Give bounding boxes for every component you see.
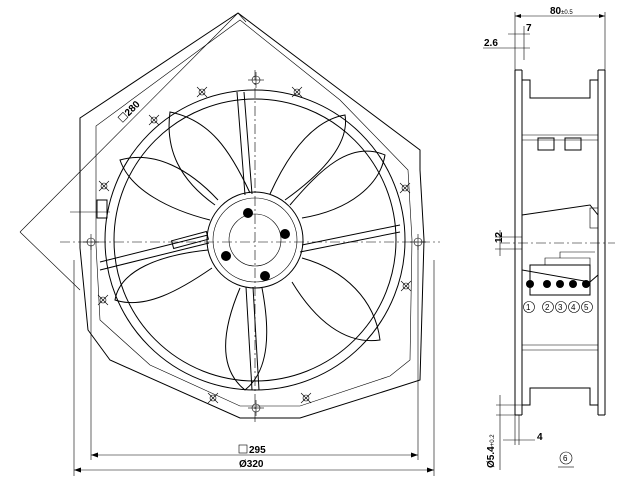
terminal-2-ring (542, 301, 554, 313)
rivet (300, 392, 312, 404)
strut (245, 286, 253, 391)
terminal-block: 1 2 3 4 5 (523, 251, 595, 313)
terminal-4: 4 (571, 303, 576, 312)
housing-inner-outline (95, 19, 413, 407)
rivet (399, 182, 411, 194)
strut (236, 91, 246, 196)
strut (99, 242, 210, 271)
strut (252, 286, 260, 391)
side-bracket (589, 207, 599, 229)
terminal-3-ring (555, 301, 567, 313)
terminal-5: 5 (584, 303, 589, 312)
dim-hole-text: Ø5.4+0.2 (486, 434, 497, 468)
side-housing-left-flange (514, 69, 523, 416)
hub-screws (221, 208, 290, 281)
hub-center (228, 213, 282, 267)
dim-295-text: 295 (249, 445, 266, 456)
screw (260, 271, 270, 281)
housing-outline (79, 12, 425, 419)
front-view: 280 (19, 12, 440, 476)
blade (119, 156, 219, 221)
terminal-4-ring (568, 301, 580, 313)
terminal-2: 2 (545, 303, 550, 312)
rivet (291, 86, 303, 98)
rivet (196, 86, 208, 98)
side-housing-bottom-ring (522, 387, 598, 406)
fan-blades (114, 111, 386, 391)
screw (280, 229, 290, 239)
mounting-hole (248, 72, 264, 88)
rivet (98, 180, 110, 192)
side-housing-top-ring (522, 79, 598, 99)
blade (269, 114, 347, 201)
dim-320-text: Ø320 (239, 459, 264, 470)
dim-2-6-text: 2.6 (484, 38, 498, 49)
rivet-marks (97, 86, 412, 404)
square-symbol-295 (238, 444, 248, 454)
hub-inner (212, 197, 298, 283)
dim-4-text: 4 (537, 432, 543, 443)
side-venturi-top (522, 134, 598, 141)
cable-sleeve (170, 230, 210, 250)
strut (299, 231, 401, 253)
terminal-screws (526, 280, 590, 288)
side-motor (521, 204, 599, 283)
strut (99, 234, 209, 263)
terminal-wires (544, 251, 595, 265)
blade (289, 150, 386, 219)
square-symbol (117, 111, 129, 123)
dim-diag-ext2 (237, 12, 247, 23)
side-view: 80±0.5 7 2.6 12 (483, 6, 615, 470)
blade (168, 111, 251, 206)
cable-clip (96, 199, 108, 219)
screw (221, 251, 231, 261)
terminal-3: 3 (558, 303, 563, 312)
dim-280: 280 (117, 99, 143, 123)
strut (243, 91, 253, 195)
side-connector (564, 137, 582, 151)
rivet (400, 280, 412, 292)
blade (225, 287, 268, 391)
motor-struts (99, 91, 401, 391)
rivet (207, 392, 219, 404)
view-marker-ring (559, 451, 573, 465)
terminal-numbers: 1 2 3 4 5 (523, 301, 593, 313)
dim-80-text: 80±0.5 (550, 6, 573, 17)
rivet (97, 294, 109, 306)
terminal-5-ring (581, 301, 593, 313)
dim-7-text: 7 (526, 23, 532, 34)
view-marker: 6 (563, 454, 568, 463)
side-housing-right-flange (597, 69, 606, 416)
dim-diag-line (19, 12, 239, 233)
strut (301, 224, 401, 246)
terminal-1: 1 (526, 303, 531, 312)
dim-12-text: 12 (494, 231, 505, 243)
blade (291, 257, 381, 342)
terminal-1-ring (523, 301, 535, 313)
dim-diag-ext (19, 231, 81, 291)
side-connector (537, 137, 555, 151)
mounting-holes (83, 72, 426, 416)
rivet (148, 114, 160, 126)
screw (243, 208, 253, 218)
mounting-hole (248, 400, 264, 416)
blade (114, 249, 213, 304)
side-venturi-bottom (522, 344, 598, 351)
